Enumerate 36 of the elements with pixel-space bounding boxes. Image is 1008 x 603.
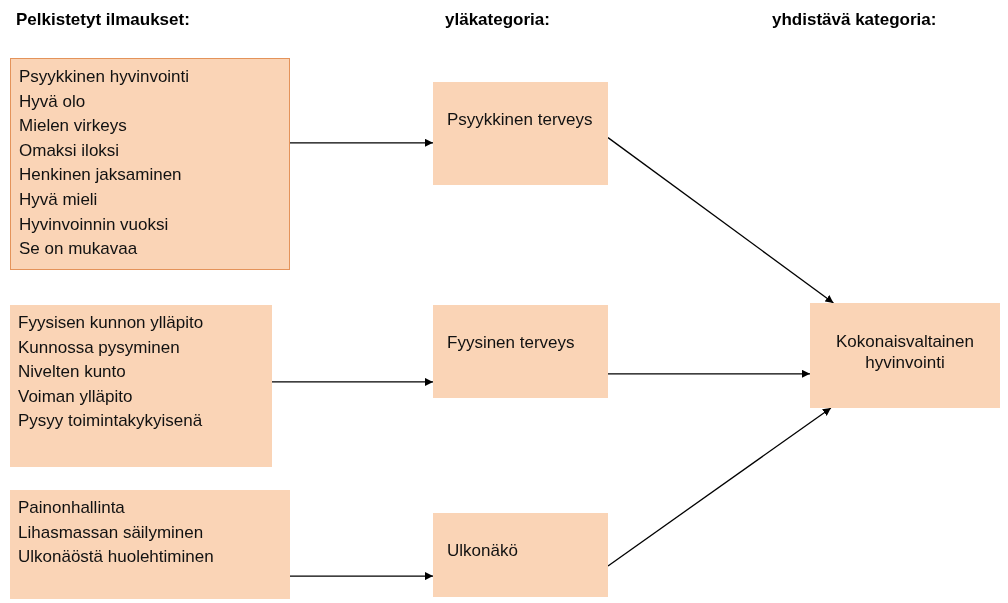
box-text: Fyysinen terveys: [447, 333, 576, 353]
category-box: [433, 82, 608, 185]
box-text: Hyvä mieli: [19, 188, 99, 211]
box-text: Mielen virkeys: [19, 115, 128, 138]
box-text: Henkinen jaksaminen: [19, 164, 183, 187]
box-text: Nivelten kunto: [18, 361, 127, 384]
box-text: Fyysisen kunnon ylläpito: [18, 312, 205, 334]
expression-box: [10, 305, 272, 467]
box-text: Voiman ylläpito: [18, 385, 134, 408]
box-text: Omaksi iloksi: [19, 139, 121, 162]
column-heading: yläkategoria:: [445, 10, 550, 30]
box-text: Psyykkinen terveys: [447, 110, 594, 130]
category-box: [433, 305, 608, 398]
box-text: Hyvinvoinnin vuoksi: [19, 213, 170, 236]
expression-box: [10, 490, 290, 599]
box-text: Painonhallinta: [18, 497, 126, 519]
arrow: [607, 369, 811, 378]
box-text: Lihasmassan säilyminen: [18, 521, 205, 544]
column-heading: Pelkistetyt ilmaukset:: [16, 10, 190, 30]
box-text: Psyykkinen hyvinvointi: [19, 66, 191, 88]
arrow: [607, 136, 835, 304]
box-text: Ulkonäöstä huolehtiminen: [18, 546, 215, 569]
box-text: Ulkonäkö: [447, 541, 519, 561]
box-text: Se on mukavaa: [19, 238, 139, 261]
column-heading: yhdistävä kategoria:: [772, 10, 937, 30]
expression-box: [10, 58, 290, 270]
arrow: [289, 138, 434, 147]
category-box: [433, 513, 608, 597]
category-box: [810, 303, 1000, 408]
arrow: [607, 407, 832, 567]
box-text: Pysyy toimintakykyisenä: [18, 410, 204, 433]
box-text: Hyvä olo: [19, 90, 87, 113]
arrow: [289, 572, 434, 581]
arrow: [271, 377, 434, 386]
box-text: Kokonaisvaltainen hyvinvointi: [835, 331, 975, 373]
box-text: Kunnossa pysyminen: [18, 336, 181, 359]
